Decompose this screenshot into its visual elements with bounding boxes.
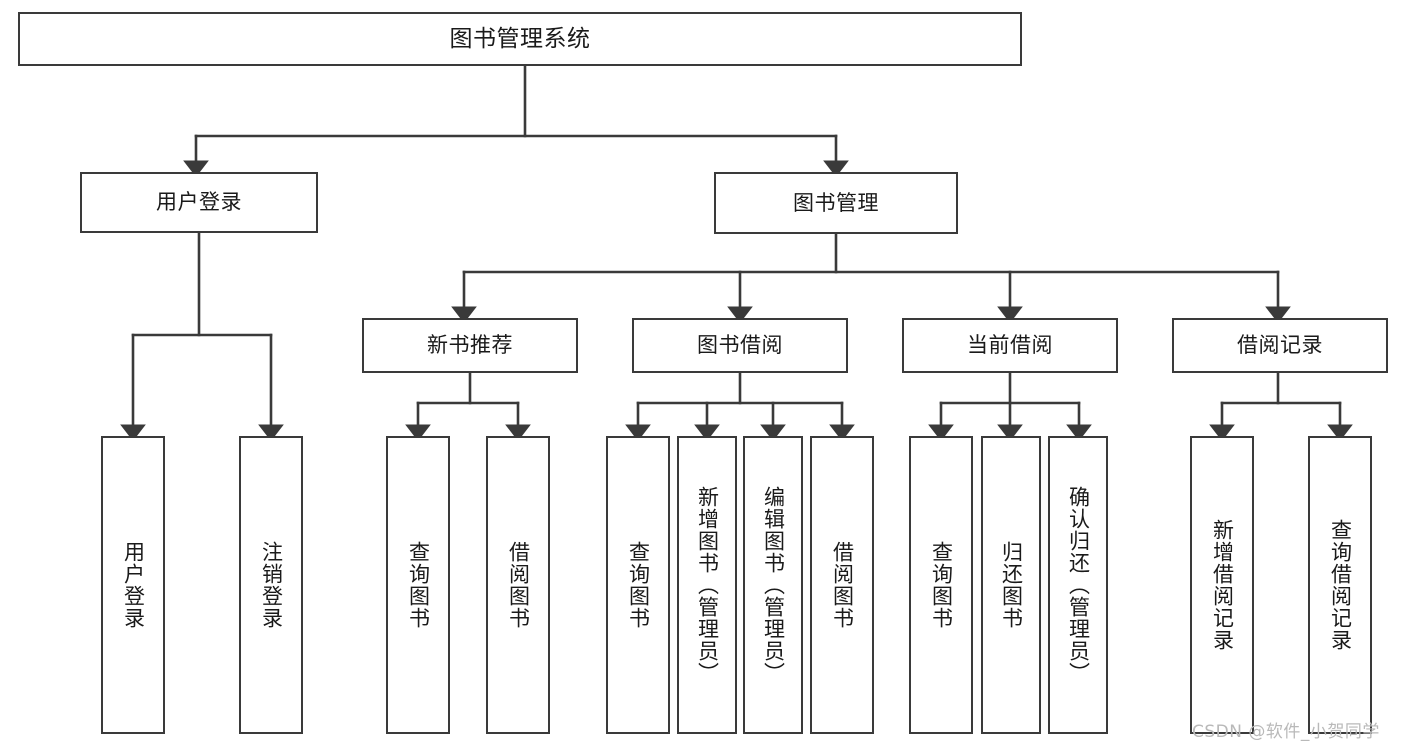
node-leaf-user-login-label: 用户登录 (121, 541, 146, 629)
node-current-borrow-label: 当前借阅 (967, 333, 1053, 358)
node-leaf-query-book-3[interactable]: 查询图书 (909, 436, 973, 734)
node-leaf-return-book[interactable]: 归还图书 (981, 436, 1041, 734)
node-leaf-add-record[interactable]: 新增借阅记录 (1190, 436, 1254, 734)
node-current-borrow[interactable]: 当前借阅 (902, 318, 1118, 373)
node-leaf-add-book-label: 新增图书（管理员） (695, 486, 720, 684)
node-leaf-edit-book[interactable]: 编辑图书（管理员） (743, 436, 803, 734)
node-leaf-borrow-book-1[interactable]: 借阅图书 (486, 436, 550, 734)
node-user-login[interactable]: 用户登录 (80, 172, 318, 233)
node-book-borrow-label: 图书借阅 (697, 333, 783, 358)
node-user-login-label: 用户登录 (156, 190, 242, 215)
node-book-borrow[interactable]: 图书借阅 (632, 318, 848, 373)
node-leaf-logout-login-label: 注销登录 (259, 541, 284, 629)
node-leaf-query-book-3-label: 查询图书 (929, 541, 954, 629)
node-leaf-query-book-2[interactable]: 查询图书 (606, 436, 670, 734)
node-new-book-recommend[interactable]: 新书推荐 (362, 318, 578, 373)
node-leaf-query-book-1[interactable]: 查询图书 (386, 436, 450, 734)
node-leaf-query-record-label: 查询借阅记录 (1328, 519, 1353, 651)
node-leaf-logout-login[interactable]: 注销登录 (239, 436, 303, 734)
node-leaf-borrow-book-1-label: 借阅图书 (506, 541, 531, 629)
node-new-book-recommend-label: 新书推荐 (427, 333, 513, 358)
node-leaf-query-book-2-label: 查询图书 (626, 541, 651, 629)
node-leaf-confirm-return[interactable]: 确认归还（管理员） (1048, 436, 1108, 734)
node-leaf-borrow-book-2[interactable]: 借阅图书 (810, 436, 874, 734)
node-leaf-user-login[interactable]: 用户登录 (101, 436, 165, 734)
node-leaf-query-record[interactable]: 查询借阅记录 (1308, 436, 1372, 734)
node-leaf-query-book-1-label: 查询图书 (406, 541, 431, 629)
node-root-system-label: 图书管理系统 (449, 25, 591, 52)
node-borrow-record-label: 借阅记录 (1237, 333, 1323, 358)
node-leaf-return-book-label: 归还图书 (999, 541, 1024, 629)
node-root-system[interactable]: 图书管理系统 (18, 12, 1022, 66)
node-borrow-record[interactable]: 借阅记录 (1172, 318, 1388, 373)
watermark-text: CSDN @软件_小贺同学 (1192, 722, 1380, 742)
node-leaf-add-book[interactable]: 新增图书（管理员） (677, 436, 737, 734)
node-book-management[interactable]: 图书管理 (714, 172, 958, 234)
node-leaf-add-record-label: 新增借阅记录 (1210, 519, 1235, 651)
node-book-management-label: 图书管理 (793, 190, 879, 215)
node-leaf-borrow-book-2-label: 借阅图书 (830, 541, 855, 629)
node-leaf-confirm-return-label: 确认归还（管理员） (1066, 486, 1091, 684)
node-leaf-edit-book-label: 编辑图书（管理员） (761, 486, 786, 684)
